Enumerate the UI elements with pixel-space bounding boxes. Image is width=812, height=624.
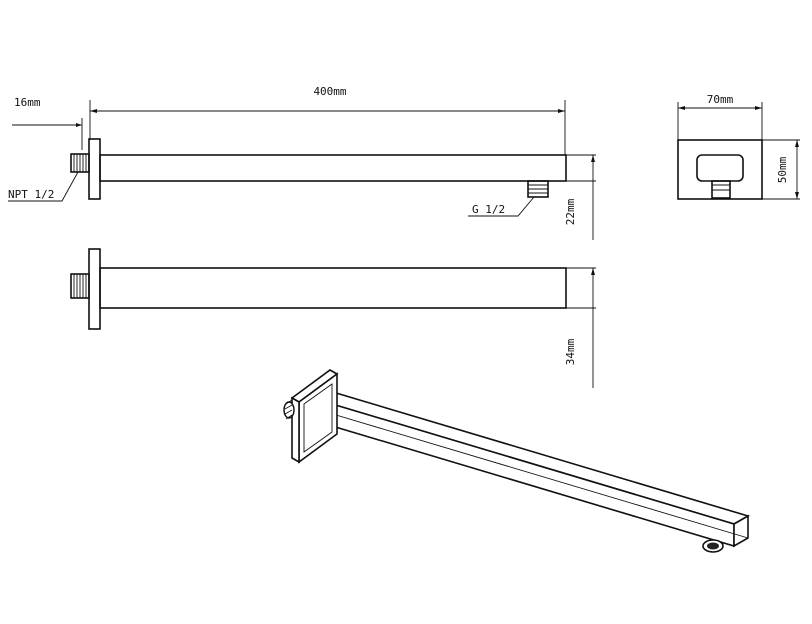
depth-dimension-label: 50mm xyxy=(776,156,789,183)
inlet-thread-label: NPT 1/2 xyxy=(8,188,54,201)
large-height-dimension-label: 34mm xyxy=(564,338,577,365)
small-height-dimension-label: 22mm xyxy=(564,198,577,225)
side-elevation-view: 34mm xyxy=(70,248,596,388)
end-view: 70mm 50mm xyxy=(677,93,800,200)
isometric-view xyxy=(283,369,751,553)
length-dimension-label: 400mm xyxy=(313,85,346,98)
top-elevation-view: 400mm 16mm 22mm NPT 1/2 G 1/2 xyxy=(8,85,596,240)
flange-dimension-label: 16mm xyxy=(14,96,41,109)
width-dimension-label: 70mm xyxy=(707,93,734,106)
outlet-thread-label: G 1/2 xyxy=(472,203,505,216)
